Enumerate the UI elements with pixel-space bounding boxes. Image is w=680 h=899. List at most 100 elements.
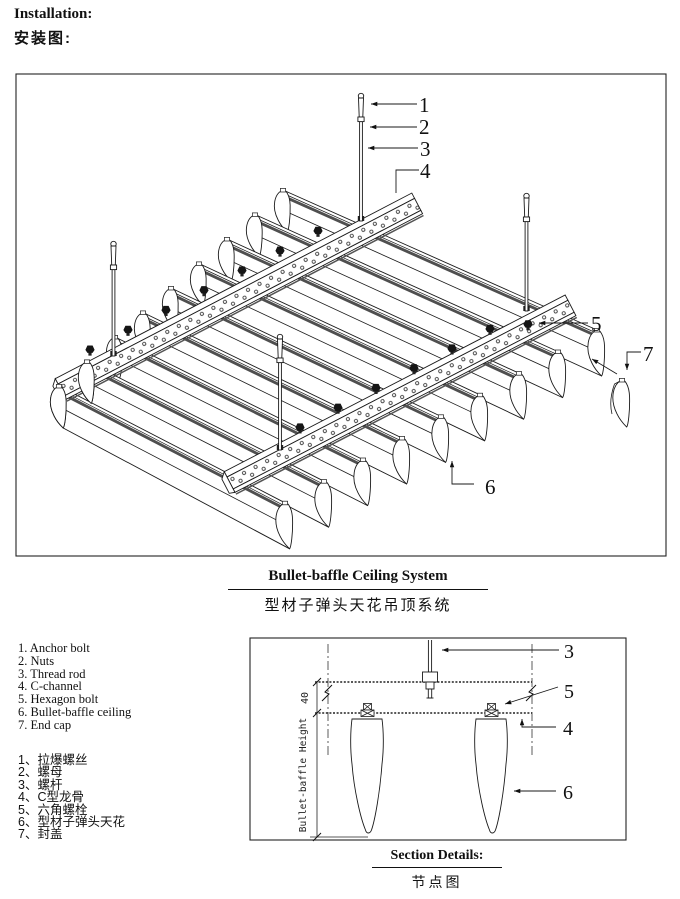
fixing-bolt	[360, 703, 375, 717]
baffle-end	[314, 480, 333, 528]
baffle-end	[392, 437, 411, 485]
callout-6: 6	[485, 475, 496, 499]
legend-item: 1、拉爆螺丝	[18, 753, 88, 767]
legend-item: 7. End cap	[18, 717, 72, 732]
baffle-slot-nub	[140, 310, 146, 315]
thread-rod-section	[422, 640, 438, 699]
end-cap	[610, 378, 631, 428]
section-callout-6: 6	[563, 782, 573, 804]
section-callout-5: 5	[564, 681, 574, 703]
legend-item: 2. Nuts	[18, 653, 55, 668]
baffle-tube	[105, 335, 372, 507]
page-title: Installation:	[14, 6, 93, 22]
legend-item: 5. Hexagon bolt	[18, 692, 99, 707]
baffle-slot-nub	[84, 359, 90, 364]
section-callout-3: 3	[564, 641, 574, 663]
fixing-bolt	[484, 703, 499, 717]
legend-item: 3、螺杆	[18, 777, 63, 792]
baffle-profile	[350, 718, 384, 834]
baffle-slot-nub	[168, 286, 174, 291]
baffle-end	[548, 351, 567, 399]
callout-7: 7	[643, 342, 654, 366]
baffle-slot-nub	[282, 500, 288, 506]
svg-text:Bullet-baffle Height: Bullet-baffle Height	[298, 718, 309, 832]
hexagon-bolt	[199, 286, 209, 297]
hexagon-bolt	[333, 403, 343, 414]
leader-s5	[504, 686, 559, 705]
break-mark	[525, 684, 537, 702]
thread-rod	[522, 192, 531, 312]
main-caption-zh: 型材子弹头天花吊顶系统	[264, 597, 452, 614]
baffle-end	[431, 415, 450, 464]
break-mark	[321, 684, 333, 702]
baffle-slot-nub	[321, 479, 327, 484]
hexagon-bolt	[313, 226, 323, 237]
baffle-slot-nub	[56, 384, 62, 389]
callout-1: 1	[419, 93, 430, 117]
thread-rod	[276, 333, 284, 451]
callout-5: 5	[591, 312, 602, 336]
hexagon-bolt	[85, 345, 95, 356]
legend-item: 6、型材子弹头天花	[18, 815, 125, 830]
legend-item: 1. Anchor bolt	[18, 641, 90, 655]
baffle-end	[353, 459, 372, 507]
baffle-front-ends	[49, 359, 95, 429]
legend-item: 3. Thread rod	[18, 666, 86, 681]
legend-item: 7、封盖	[18, 827, 63, 842]
section-caption-zh: 节点图	[411, 874, 463, 890]
thread-rod	[109, 240, 118, 357]
legend-item: 4. C-channel	[18, 679, 82, 694]
nut	[422, 671, 438, 683]
dimension-40: 40	[300, 677, 322, 718]
hexagon-bolt	[275, 246, 285, 257]
hexagon-bolt	[161, 305, 171, 317]
baffle-end	[470, 394, 489, 442]
legend-english: 1. Anchor bolt 2. Nuts 3. Thread rod 4. …	[18, 642, 131, 732]
main-caption-en: Bullet-baffle Ceiling System	[228, 568, 488, 590]
section-frame	[249, 637, 627, 841]
section-callout-4: 4	[563, 718, 573, 740]
hexagon-bolt	[295, 423, 305, 434]
thread-rods	[109, 92, 531, 451]
leader-7	[624, 351, 641, 370]
leader-6	[449, 461, 474, 485]
section-caption-en: Section Details:	[372, 848, 502, 868]
nut	[425, 681, 435, 690]
svg-text:40: 40	[300, 692, 311, 704]
baffle-slot-nub	[252, 212, 258, 217]
hexagon-bolt	[447, 344, 457, 355]
callout-4: 4	[420, 159, 431, 183]
hexagon-bolts	[85, 226, 533, 434]
hexagon-bolt	[123, 325, 133, 336]
installation-diagram: 1 2 3 4 5 6 7	[15, 73, 667, 557]
page-title-zh: 安装图:	[14, 30, 72, 47]
hexagon-bolt	[409, 364, 419, 375]
baffle-slot-nub	[280, 188, 286, 193]
hexagon-bolt	[485, 324, 495, 335]
baffle-end	[509, 372, 528, 420]
dimension-baffle-height: Bullet-baffle Height	[298, 713, 368, 842]
baffle-slot-nub	[399, 436, 405, 441]
leader-s4	[519, 719, 556, 728]
legend-item: 2、螺母	[18, 765, 63, 780]
hexagon-bolt	[371, 383, 381, 394]
leader-4	[395, 169, 419, 193]
baffle-slot-nub	[516, 371, 522, 376]
baffle-end	[49, 385, 67, 429]
baffle-end	[275, 502, 294, 550]
baffle-slot-nub	[196, 261, 202, 266]
hexagon-bolt	[237, 266, 247, 277]
thread-rod	[357, 92, 365, 222]
diagram-frame	[15, 73, 667, 557]
c-channel	[221, 294, 578, 495]
baffle-slot-nub	[438, 414, 444, 419]
callout-3: 3	[420, 137, 431, 161]
baffle-profile	[474, 718, 508, 834]
legend-chinese: 1、拉爆螺丝 2、螺母 3、螺杆 4、C型龙骨 5、六角螺栓 6、型材子弹头天花…	[18, 754, 125, 841]
hexagon-bolt	[523, 320, 533, 331]
legend-item: 6. Bullet-baffle ceiling	[18, 704, 132, 719]
end-cap-insert-arrow	[591, 358, 618, 375]
baffle-slot-nub	[594, 328, 600, 333]
callout-2: 2	[419, 115, 430, 139]
